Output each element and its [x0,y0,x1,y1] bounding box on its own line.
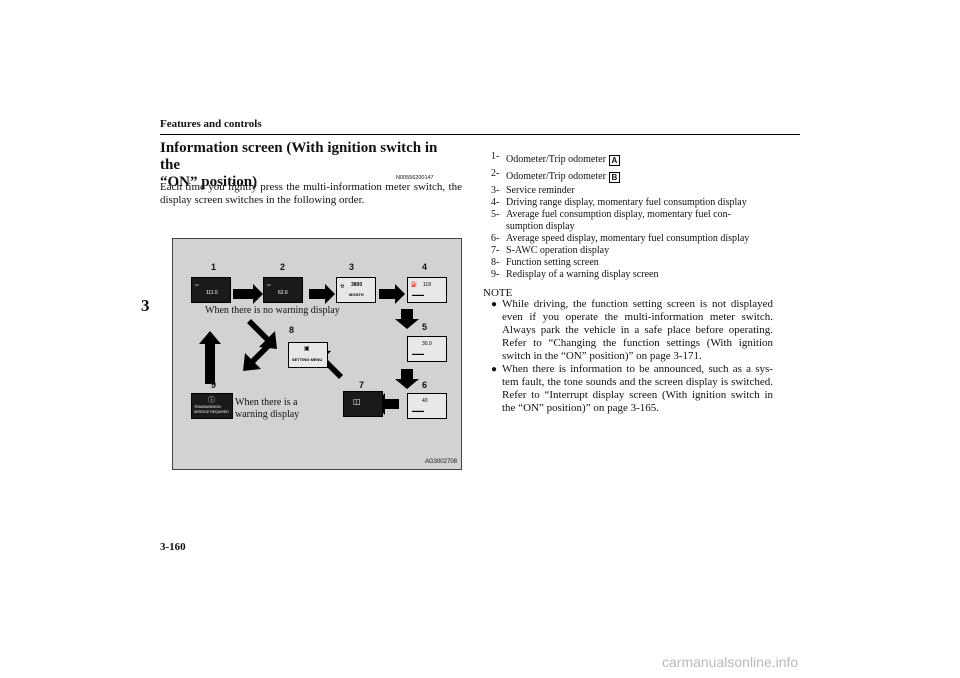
note-block: ● While driving, the function setting sc… [491,298,773,415]
list-item: 3- Service reminder [491,185,575,196]
bullet-icon: ● [491,364,498,375]
step-number-8: 8 [289,325,295,335]
warning-icon: ⓘ [208,397,215,404]
list-item: 7- S-AWC operation display [491,245,610,256]
screen-odometer-b: ▭ 62.6 [263,277,303,303]
list-item: 4- Driving range display, momentary fuel… [491,197,747,208]
step-number-7: 7 [359,380,365,390]
step-number-4: 4 [422,262,428,272]
screen-driving-range: ⛽ 118 ▬▬▬ [407,277,447,303]
car-outline-icon: ◫ [353,397,361,406]
wrench-icon: ⚒ [340,284,345,290]
chapter-number: 3 [141,296,150,315]
header-divider [160,134,800,135]
label-no-warning: When there is no warning display [205,305,340,316]
figure-code: AG3002708 [424,459,457,465]
screen-warning: ⓘ TRANSMISSION SERVICE REQUIRED [191,393,233,419]
note-item: ● While driving, the function setting sc… [491,298,773,362]
note-item: ● When there is information to be announ… [491,363,773,414]
screen-average-fuel: 30.0 ▬▬▬ [407,336,447,362]
screen-s-awc: ◫ [343,391,383,417]
arrow-1-to-2 [233,284,263,304]
running-header: Features and controls [160,118,262,130]
label-warning-line-1: When there is a [235,397,298,408]
step-number-6: 6 [422,380,428,390]
label-warning-line-2: warning display [235,409,300,420]
step-number-2: 2 [280,262,286,272]
letter-b-box: B [608,172,620,183]
arrow-8-to-9 [243,341,277,371]
list-item: 5- Average fuel consumption display, mom… [491,209,731,232]
arrow-5-to-6 [395,369,419,389]
arrow-3-to-4 [379,284,405,304]
section-title: Information screen (With ignition switch… [160,140,460,191]
step-number-5: 5 [422,322,428,332]
bullet-icon: ● [491,299,498,310]
screen-setting-menu: ▣ SETTING MENU [288,342,328,368]
step-number-9: 9 [211,380,217,390]
section-title-line-2: “ON” position) [160,174,258,190]
section-title-line-1: Information screen (With ignition switch… [160,140,438,173]
section-code: N00556200147 [396,175,434,181]
arrow-9-to-1 [199,331,221,384]
intro-paragraph: Each time you lightly press the multi-in… [160,181,462,206]
list-item: 6- Average speed display, momentary fuel… [491,233,750,244]
screen-odometer-a: ▭ 111.5 [191,277,231,303]
flow-arrows [199,284,419,415]
list-item: 9- Redisplay of a warning display screen [491,269,659,280]
note-label: NOTE [483,287,513,299]
fuel-pump-icon: ⛽ [411,282,418,288]
letter-a-box: A [608,155,620,166]
list-item: 8- Function setting screen [491,257,599,268]
arrow-1-to-8 [243,319,277,349]
screen-service-reminder: ⚒ 3800 MONTH [336,277,376,303]
display-sequence-figure: 1 2 3 4 5 6 7 8 9 ▭ 111.5 ▭ 62.6 ⚒ 3800 … [172,238,462,470]
watermark: carmanualsonline.info [662,654,799,670]
page-number: 3-160 [160,541,186,553]
step-number-1: 1 [211,262,217,272]
briefcase-icon: ▣ [304,346,310,352]
step-number-3: 3 [349,262,355,272]
screen-average-speed: 40 ▬▬▬ [407,393,447,419]
arrow-4-to-5 [395,309,419,329]
arrow-2-to-3 [309,284,335,304]
